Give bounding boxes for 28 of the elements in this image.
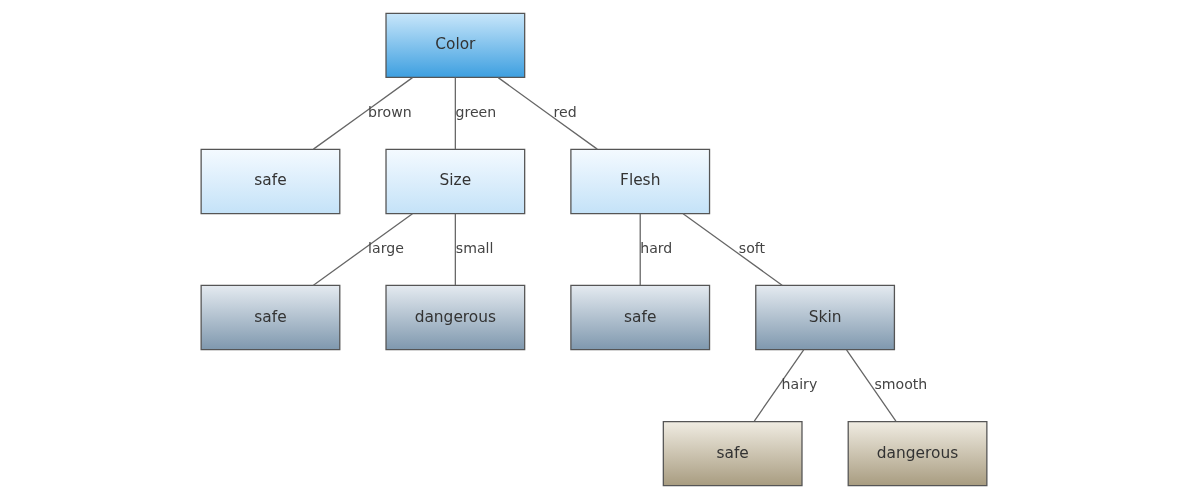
connector	[753, 349, 805, 422]
connector	[312, 77, 414, 150]
node-box: Skin	[755, 284, 896, 351]
connector	[454, 77, 456, 150]
connector	[682, 213, 783, 286]
node-box: safe	[570, 284, 711, 351]
node-box: Color	[385, 12, 526, 79]
node-box: safe	[662, 420, 803, 487]
edge-label: brown	[368, 104, 412, 120]
connector	[845, 349, 897, 422]
node-box: dangerous	[847, 420, 988, 487]
node-box: Size	[385, 148, 526, 215]
node-box: Flesh	[570, 148, 711, 215]
connector	[497, 77, 598, 150]
edge-label: hard	[640, 240, 673, 257]
edge-label: large	[368, 240, 404, 257]
edge-label: red	[553, 104, 577, 120]
edge-label: smooth	[874, 376, 928, 393]
connector	[639, 213, 641, 286]
edge-label: green	[455, 104, 497, 120]
node-box: safe	[200, 148, 341, 215]
connector	[312, 213, 414, 286]
edge-label: hairy	[781, 376, 818, 393]
node-box: dangerous	[385, 284, 526, 351]
node-box: safe	[200, 284, 341, 351]
edge-label: small	[455, 240, 494, 257]
connector	[454, 213, 456, 286]
edge-label: soft	[738, 240, 766, 257]
